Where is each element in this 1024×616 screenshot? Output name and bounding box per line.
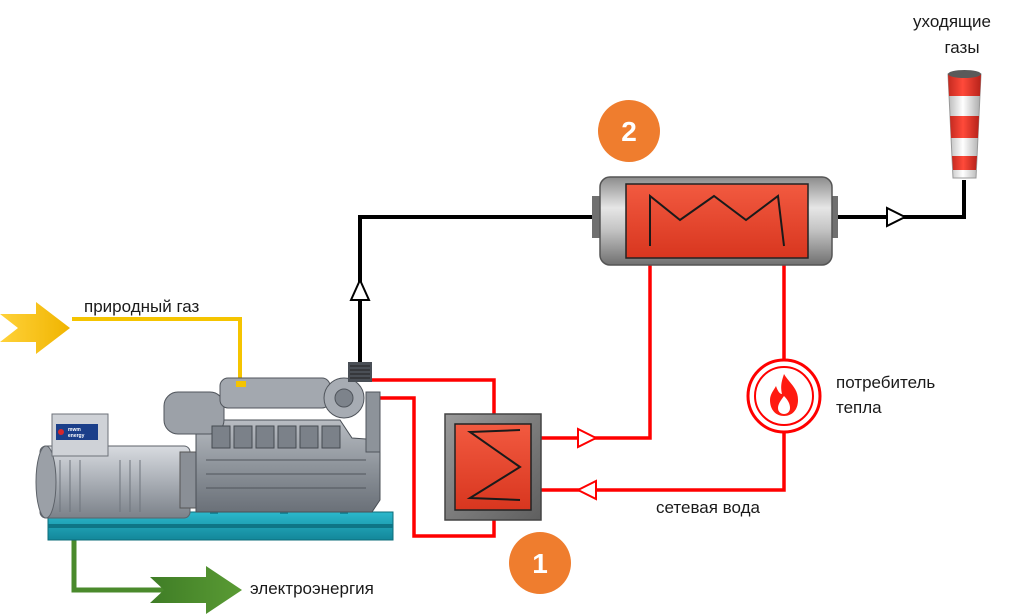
exhaust-pipe-to-chimney [838, 180, 966, 219]
brand-line-2: energy [68, 433, 85, 439]
brand-line-1: mwm [68, 427, 81, 433]
exhaust-gases-label-2: газы [944, 38, 979, 57]
generator-body [39, 445, 191, 519]
water-pipe-to-exchanger-2 [538, 264, 652, 440]
exchanger-1-coil [466, 429, 522, 501]
exhaust-flow-arrow-up [349, 277, 371, 301]
water-flow-arrow-out [577, 427, 599, 449]
badge-1-circle [509, 532, 571, 594]
exhaust-heat-exchanger [592, 176, 838, 266]
exchanger-2-coil [649, 193, 785, 247]
jacket-heat-exchanger [444, 413, 542, 521]
brand-plate [56, 424, 98, 440]
network-water-label: сетевая вода [656, 498, 761, 517]
electricity-output-arrow [150, 566, 242, 614]
water-pipe-engine-in [372, 396, 496, 538]
badge-1: 1 [532, 548, 548, 579]
electricity-line [71, 540, 164, 593]
gas-input-arrow [0, 302, 70, 354]
heat-consumer-label-1: потребитель [836, 373, 935, 392]
water-flow-arrow-return [575, 479, 597, 501]
electricity-label: электроэнергия [250, 579, 374, 598]
exhaust-gases-label-1: уходящие [913, 12, 991, 31]
gas-engine-genset: mwm energy [35, 362, 394, 541]
natural-gas-label: природный газ [84, 297, 200, 316]
heat-consumer [746, 358, 822, 434]
water-pipe-engine-out [372, 378, 496, 420]
gas-pipe [72, 317, 242, 381]
badge-2: 2 [621, 116, 637, 147]
exhaust-pipe-up [358, 215, 600, 372]
heat-consumer-label-2: тепла [836, 398, 882, 417]
chimney [947, 70, 982, 179]
flame-icon [770, 374, 798, 416]
badge-2-circle [598, 100, 660, 162]
exhaust-flow-arrow-right [886, 206, 908, 228]
water-pipe-return [538, 432, 786, 492]
